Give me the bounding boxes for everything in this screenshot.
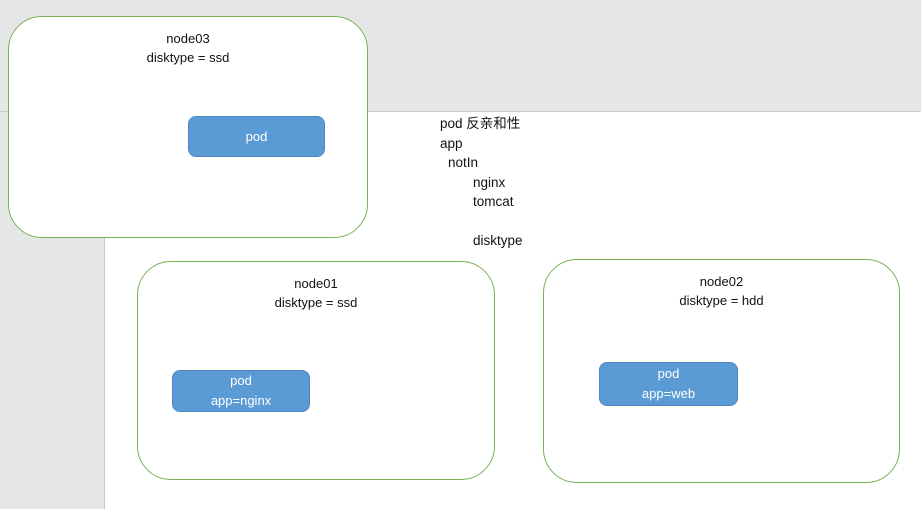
pod-label: pod bbox=[230, 373, 252, 388]
node-title: node02 bbox=[699, 274, 744, 289]
pod-label: pod bbox=[245, 128, 268, 144]
node-box-node03[interactable]: node03 disktype = ssd pod bbox=[8, 16, 368, 238]
annotation-line-app: app bbox=[440, 135, 463, 151]
pod-box-node03[interactable]: pod bbox=[188, 116, 325, 157]
node-subtitle: disktype = hdd bbox=[679, 293, 764, 308]
annotation-line-blank bbox=[440, 212, 523, 232]
pod-app-label: app=nginx bbox=[210, 393, 272, 408]
pod-label: pod bbox=[657, 366, 680, 381]
pod-app-label: app=web bbox=[641, 386, 696, 401]
annotation-line-notin: notIn bbox=[448, 155, 479, 170]
node-subtitle: disktype = ssd bbox=[146, 50, 230, 65]
annotation-line-disktype: disktype bbox=[473, 233, 523, 248]
pod-box-node01[interactable]: pod app=nginx bbox=[172, 370, 310, 412]
annotation-line-title: pod 反亲和性 bbox=[440, 116, 521, 131]
node-subtitle: disktype = ssd bbox=[274, 295, 358, 310]
pod-box-node02[interactable]: pod app=web bbox=[599, 362, 738, 406]
node-box-node01[interactable]: node01 disktype = ssd pod app=nginx bbox=[137, 261, 495, 480]
annotation-line-tomcat: tomcat bbox=[473, 194, 514, 209]
annotation-line-nginx: nginx bbox=[473, 174, 506, 190]
node-title: node01 bbox=[294, 276, 338, 291]
anti-affinity-note: pod 反亲和性 app notIn nginx tomcat disktype bbox=[440, 114, 523, 251]
node-box-node02[interactable]: node02 disktype = hdd pod app=web bbox=[543, 259, 900, 483]
node-title: node03 bbox=[166, 31, 210, 46]
